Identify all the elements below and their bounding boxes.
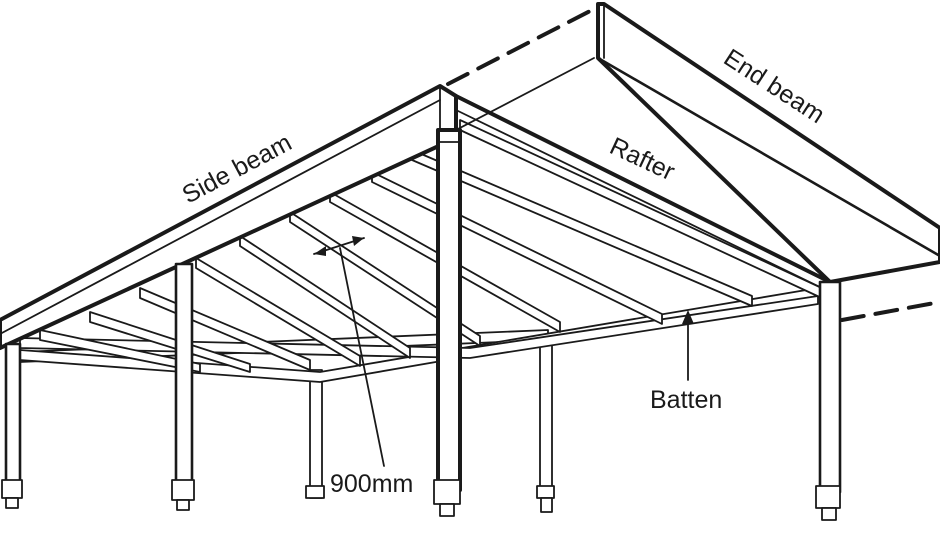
rafter-7: [195, 257, 361, 367]
post-corner: [436, 128, 462, 492]
side-beam: [0, 84, 458, 350]
dashed-bottom: [840, 300, 940, 322]
post-right: [818, 280, 842, 494]
batten-pointer: [682, 310, 694, 381]
post-foot-2: [176, 499, 190, 511]
arrowhead-right: [352, 236, 364, 246]
rafter-10: [39, 329, 201, 373]
spacing-dimension: [313, 236, 385, 467]
back-post-left: [309, 369, 323, 499]
post-foot-1: [5, 497, 19, 509]
label-batten: Batten: [650, 386, 722, 414]
label-spacing: 900mm: [330, 470, 413, 498]
post-foot-right: [821, 507, 837, 521]
post-base-1: [1, 479, 23, 499]
post-2: [174, 262, 194, 488]
spacing-leader: [339, 247, 385, 467]
rafter-9: [89, 311, 251, 373]
post-foot-corner: [439, 503, 455, 517]
post-base-2: [171, 479, 195, 501]
post-1: [4, 342, 22, 488]
side-beam-edge: [0, 99, 441, 335]
rafter-5: [289, 211, 481, 347]
label-rafter: Rafter: [605, 132, 679, 186]
end-beam-body: [596, 2, 940, 284]
back-post-right: [539, 335, 553, 497]
end-beam: [454, 2, 940, 291]
front-top-beam: [454, 94, 832, 284]
post-base-right: [815, 485, 841, 509]
post-base-corner: [433, 479, 461, 505]
batten-arrowhead: [682, 310, 694, 324]
arrowhead-left: [314, 246, 326, 256]
end-beam-lower-edge: [596, 56, 940, 258]
front-posts: [1, 128, 842, 521]
post-base-bl: [305, 485, 325, 499]
dashed-top: [446, 6, 598, 86]
post-base-br: [536, 485, 555, 499]
diag-brace: [455, 57, 595, 131]
post-foot-br: [540, 497, 553, 513]
side-beam-body: [0, 84, 458, 350]
front-top-beam-lower: [455, 109, 827, 291]
